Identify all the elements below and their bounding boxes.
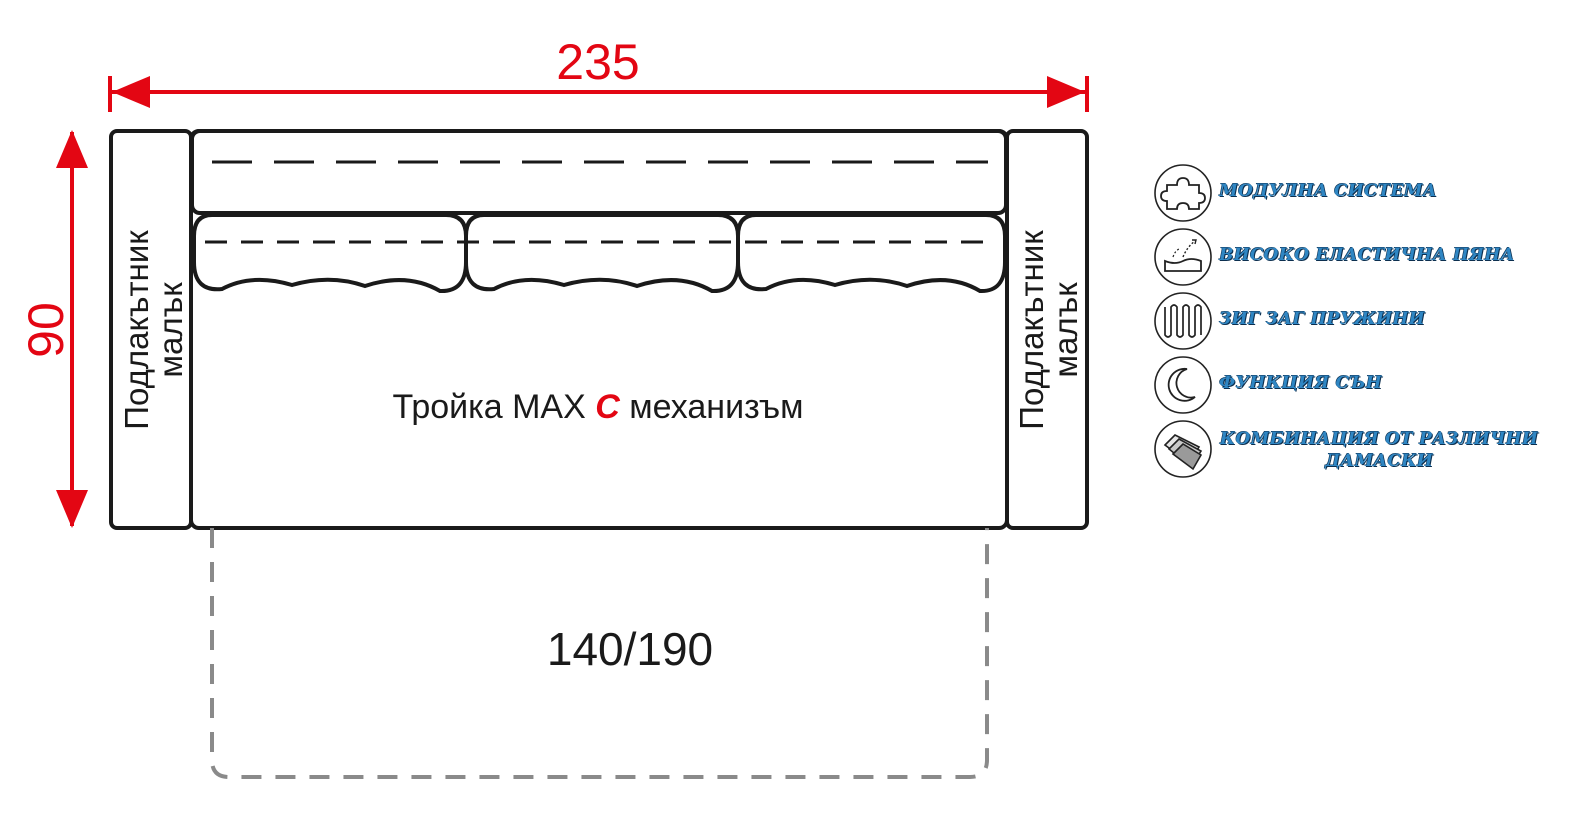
- feature-item-fabrics: КОМБИНАЦИЯ ОТ РАЗЛИЧНИ ДАМАСКИ: [1153, 419, 1573, 481]
- feature-label-springs: ЗИГ ЗАГ ПРУЖИНИ: [1219, 309, 1425, 329]
- armrest-right-label-2: малък: [1047, 282, 1084, 378]
- feature-item-springs: ЗИГ ЗАГ ПРУЖИНИ: [1153, 291, 1573, 353]
- arrowhead-left: [112, 76, 150, 108]
- foam-icon: [1154, 228, 1212, 286]
- feature-item-modular: МОДУЛНА СИСТЕМА: [1153, 163, 1573, 225]
- feature-label-fabrics: КОМБИНАЦИЯ ОТ РАЗЛИЧНИ ДАМАСКИ: [1219, 429, 1539, 471]
- width-dimension: 235: [108, 34, 1089, 112]
- arrowhead-right: [1047, 76, 1085, 108]
- armrest-left-label-2: малък: [152, 282, 189, 378]
- armrest-left: Подлакътник малък: [109, 129, 193, 530]
- feature-item-foam: ВИСОКО ЕЛАСТИЧНА ПЯНА: [1153, 227, 1573, 289]
- seat-cushion-3: [736, 213, 1007, 294]
- seat-cushion-1: [192, 213, 468, 294]
- width-label: 235: [556, 34, 639, 90]
- depth-dimension: 90: [18, 130, 88, 528]
- backrest: [190, 129, 1008, 215]
- sofa-title-prefix: Тройка MAX: [392, 388, 595, 426]
- sofa-title-accent: С: [595, 388, 620, 426]
- seat-body: Тройка MAX С механизъм: [189, 129, 1009, 530]
- sofa-title-suffix: механизъм: [620, 388, 804, 426]
- feature-label-sleep: ФУНКЦИЯ СЪН: [1219, 373, 1382, 393]
- feature-item-sleep: ФУНКЦИЯ СЪН: [1153, 355, 1573, 417]
- bed-extension: 140/190: [210, 528, 989, 779]
- feature-label-foam: ВИСОКО ЕЛАСТИЧНА ПЯНА: [1219, 245, 1515, 265]
- depth-label: 90: [18, 302, 74, 358]
- feature-label-modular: МОДУЛНА СИСТЕМА: [1219, 181, 1437, 201]
- puzzle-icon: [1154, 164, 1212, 222]
- bed-size-label: 140/190: [547, 623, 713, 675]
- sofa-title: Тройка MAX С механизъм: [392, 388, 803, 426]
- armrest-left-label-1: Подлакътник: [118, 230, 155, 430]
- arrowhead-bottom: [56, 490, 88, 528]
- fabric-swatch-icon: [1154, 420, 1212, 478]
- zigzag-spring-icon: [1154, 292, 1212, 350]
- moon-icon: [1154, 356, 1212, 414]
- arrowhead-top: [56, 130, 88, 168]
- seat-cushion-2: [464, 213, 740, 294]
- armrest-right: Подлакътник малък: [1005, 129, 1089, 530]
- armrest-right-label-1: Подлакътник: [1013, 230, 1050, 430]
